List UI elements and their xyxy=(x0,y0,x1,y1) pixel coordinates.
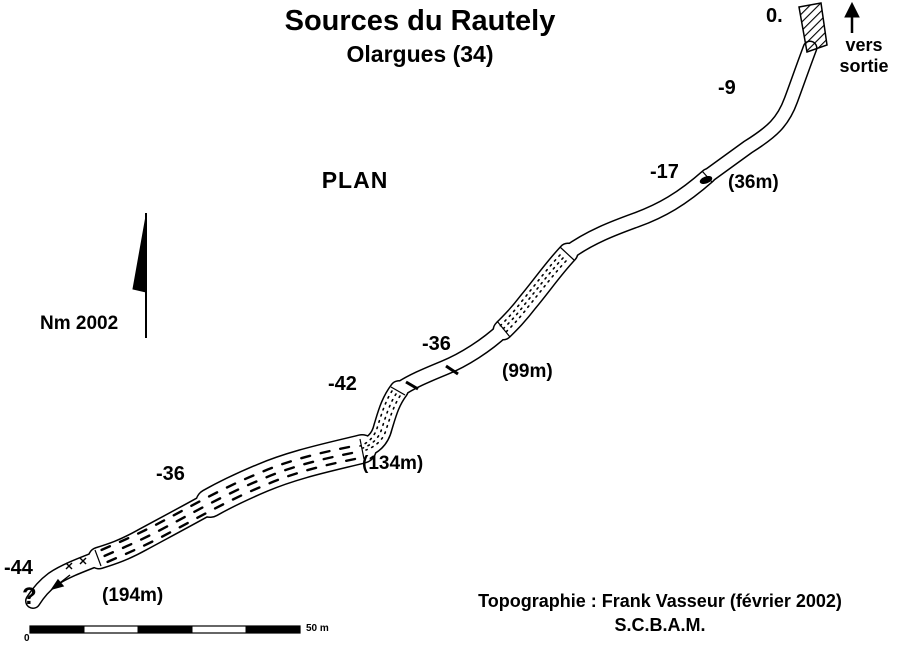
stipple-sediment-99m xyxy=(498,254,567,334)
depth-label-9: -9 xyxy=(718,77,736,99)
detail-marks xyxy=(405,176,713,391)
scale-bar xyxy=(29,625,301,634)
stipple-sediment-134m xyxy=(359,390,401,451)
entrance-shaft-hatched xyxy=(798,2,828,53)
distance-label-134m: (134m) xyxy=(362,453,424,474)
distance-label-194m: (194m) xyxy=(102,585,164,606)
map-subtitle: Olargues (34) xyxy=(346,41,494,67)
clay-dashes-wide-gallery xyxy=(97,445,357,565)
map-title: Sources du Rautely xyxy=(284,5,556,37)
scale-bar-zero-label: 0 xyxy=(24,633,30,644)
credits-club: S.C.B.A.M. xyxy=(614,615,706,635)
north-arrow xyxy=(132,213,147,338)
depth-label-entrance: 0. xyxy=(766,5,783,27)
distance-label-36m: (36m) xyxy=(728,172,779,193)
depth-label-36a: -36 xyxy=(422,333,451,355)
distance-label-99m: (99m) xyxy=(502,361,553,382)
unknown-continuation-mark: ? xyxy=(22,583,37,610)
passage-interior xyxy=(26,42,816,608)
passage-walls-outer xyxy=(25,40,818,609)
station-ticks xyxy=(94,170,713,567)
north-arrow-label: Nm 2002 xyxy=(40,313,119,334)
terminus-symbols xyxy=(50,557,87,591)
exit-arrow-icon xyxy=(844,1,860,33)
exit-direction-label-line1: vers xyxy=(845,35,883,55)
depth-label-42: -42 xyxy=(328,373,357,395)
plan-view-label: PLAN xyxy=(321,167,389,193)
depth-label-17: -17 xyxy=(650,161,679,183)
credits-topographer: Topographie : Frank Vasseur (février 200… xyxy=(478,591,842,611)
scale-bar-length-label: 50 m xyxy=(306,623,329,634)
exit-direction-label-line2: sortie xyxy=(839,56,889,76)
depth-label-36b: -36 xyxy=(156,463,185,485)
depth-label-44: -44 xyxy=(4,557,33,579)
